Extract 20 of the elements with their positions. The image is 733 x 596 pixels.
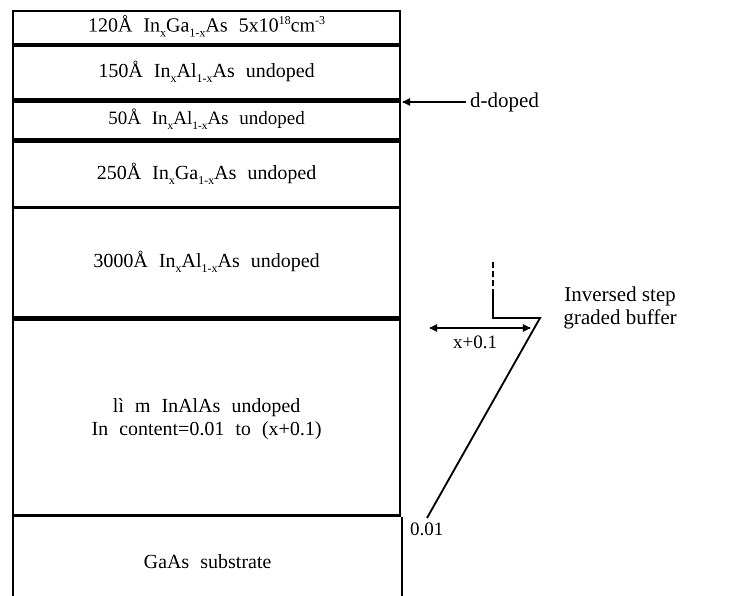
buffer-label: Inversed step graded buffer <box>562 283 678 330</box>
dimension-label: x+0.1 <box>453 333 497 354</box>
layer-box <box>12 143 401 209</box>
value-label: 0.01 <box>410 520 444 541</box>
annotation-text: d-doped <box>470 89 539 112</box>
layer-label: 120Å In$_{x}$Ga$_{1-x}$As 5x10$^{18}$cm$^{-3}$ <box>88 14 326 41</box>
layer-box <box>12 321 401 517</box>
layer-box <box>12 517 403 596</box>
layer-label: GaAs substrate <box>144 550 272 574</box>
layer-label: In content=0.01 to (x+0.1) <box>92 418 322 440</box>
layer-box <box>12 10 401 47</box>
layer-label: 3000Å In$_{x}$Al$_{1-x}$As undoped <box>93 250 320 276</box>
layer-box <box>12 47 401 103</box>
layer-label: 50Å In$_{x}$Al$_{1-x}$As undoped <box>108 108 305 133</box>
layer-box <box>12 103 401 143</box>
layer-label: 250Å In$_{x}$Ga$_{1-x}$As undoped <box>96 162 316 188</box>
layer-label: lì m InAlAs undoped <box>112 394 300 418</box>
layer-box <box>12 209 401 321</box>
arrow <box>402 98 466 106</box>
layer-label: 150Å In$_{x}$Al$_{1-x}$As undoped <box>98 60 315 86</box>
